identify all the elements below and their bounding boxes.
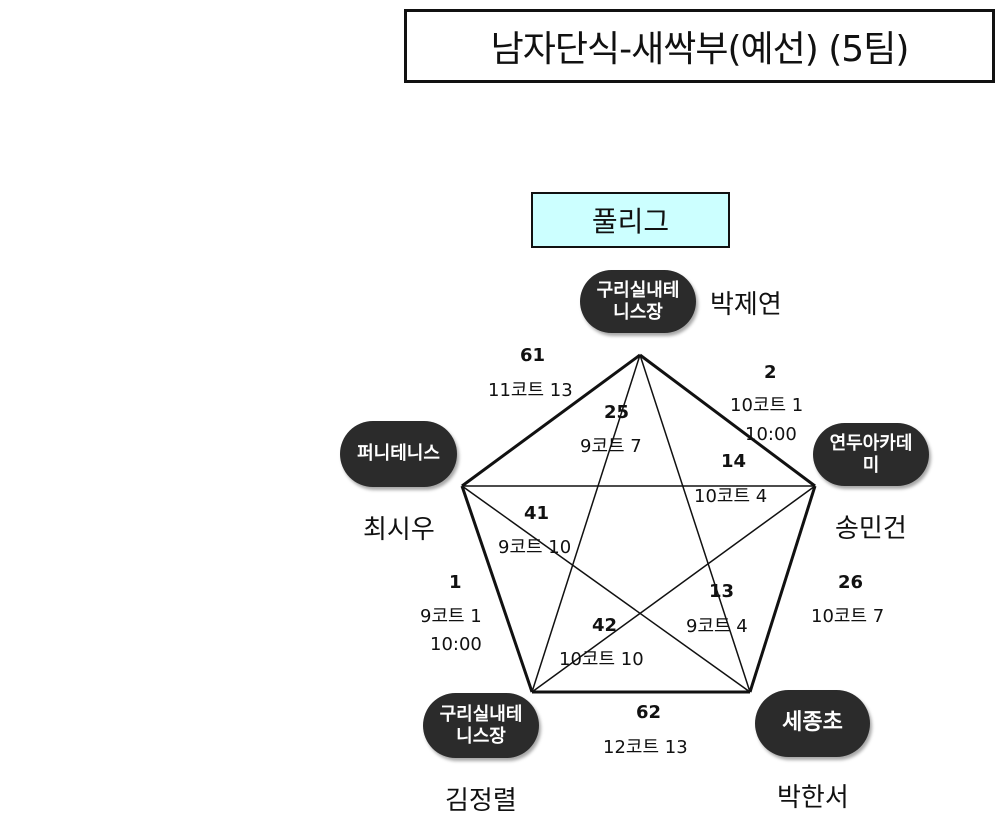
match-number: 1 (449, 572, 462, 593)
player-name-left: 최시우 (363, 515, 435, 545)
match-court: 10코트 4 (694, 486, 768, 507)
match-number: 42 (592, 615, 618, 636)
match-court: 9코트 10 (498, 537, 572, 558)
match-number: 41 (524, 503, 550, 524)
match-court: 10코트 10 (559, 649, 644, 670)
diag-left-bottom-right (461, 485, 751, 693)
edge-top-right (639, 353, 816, 488)
club-pill-bottom-right: 세종초 (755, 690, 870, 757)
page-title: 남자단식-새싹부(예선) (5팀) (404, 9, 995, 83)
edge-top-left (461, 353, 641, 488)
diag-right-bottom-left (531, 485, 816, 693)
player-name-bottom-right: 박한서 (777, 783, 849, 813)
club-pill-bottom-left: 구리실내테 니스장 (423, 693, 539, 758)
edge-left-bottom-left (460, 485, 534, 693)
player-name-top: 박제연 (710, 290, 782, 320)
club-pill-left: 퍼니테니스 (340, 421, 457, 487)
match-time: 10:00 (430, 634, 482, 655)
league-format-label: 풀리그 (531, 192, 730, 248)
club-pill-right: 연두아카데 미 (813, 423, 929, 486)
match-court: 9코트 7 (580, 436, 642, 457)
match-court: 12코트 13 (603, 737, 688, 758)
match-time: 10:00 (745, 424, 797, 445)
match-number: 13 (709, 581, 735, 602)
match-number: 62 (636, 702, 662, 723)
match-court: 9코트 1 (420, 606, 482, 627)
diag-top-bottom-left (531, 354, 641, 693)
match-number: 2 (764, 362, 777, 383)
match-number: 25 (604, 402, 630, 423)
player-name-right: 송민건 (835, 514, 907, 544)
match-number: 14 (721, 451, 747, 472)
match-court: 10코트 1 (730, 395, 804, 416)
edge-right-bottom-right (748, 485, 817, 693)
club-pill-top: 구리실내테 니스장 (580, 270, 696, 333)
match-number: 26 (838, 572, 864, 593)
diag-top-bottom-right (639, 354, 751, 693)
match-court: 10코트 7 (811, 606, 885, 627)
match-court: 11코트 13 (488, 380, 573, 401)
player-name-bottom-left: 김정렬 (445, 786, 517, 816)
match-court: 9코트 4 (686, 616, 748, 637)
match-number: 61 (520, 345, 546, 366)
